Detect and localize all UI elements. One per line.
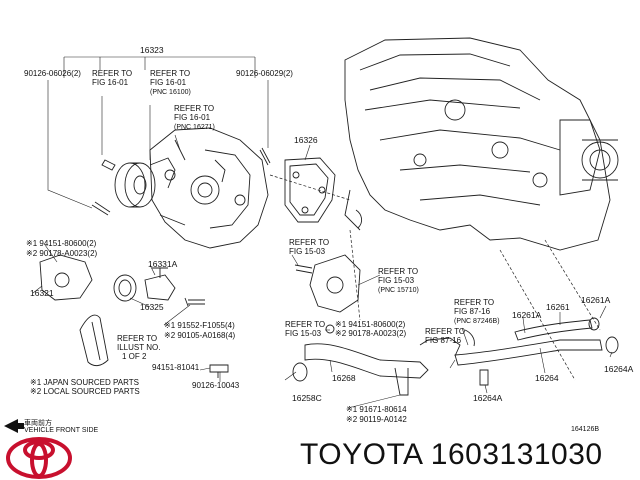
callout-refer-1a: REFER TO bbox=[92, 69, 132, 78]
callout-16325: 16325 bbox=[140, 302, 164, 312]
callout-refer-illus-b: ILLUST NO. bbox=[117, 343, 160, 352]
direction-en: VEHICLE FRONT SIDE bbox=[24, 427, 99, 434]
callout-refer-7c: (PNC 87246B) bbox=[454, 318, 500, 325]
callout-bolt-right: 90126-06029(2) bbox=[236, 69, 293, 78]
callout-refer-3b: FIG 16-01 bbox=[174, 113, 211, 122]
water-pump-gasket bbox=[284, 157, 336, 223]
callout-labels: 16323 90126-06026(2) 90126-06029(2) REFE… bbox=[24, 45, 634, 424]
callout-refer-2a: REFER TO bbox=[150, 69, 190, 78]
bypass-pipe bbox=[292, 324, 429, 396]
legend-local: ※2 LOCAL SOURCED PARTS bbox=[30, 387, 140, 396]
callout-refer-7b: FIG 87-16 bbox=[454, 307, 491, 316]
callout-washer-1: ※1 91552-F1055(4) bbox=[164, 321, 235, 330]
callout-16264A-2: 16264A bbox=[473, 393, 503, 403]
callout-90126-10043: 90126-10043 bbox=[192, 381, 240, 390]
callout-refer-illus-c: 1 OF 2 bbox=[122, 352, 147, 361]
callout-refer-4a: REFER TO bbox=[289, 238, 329, 247]
callout-refer-3c: (PNC 16271) bbox=[174, 124, 215, 131]
bolts bbox=[91, 147, 313, 378]
thermostat-housing bbox=[39, 254, 176, 302]
callout-16323: 16323 bbox=[140, 45, 164, 55]
callout-16268: 16268 bbox=[332, 373, 356, 383]
toyota-logo-icon bbox=[6, 437, 72, 479]
heater-hoses bbox=[419, 317, 619, 386]
callout-16331A: 16331A bbox=[148, 259, 178, 269]
part-number: 1603131030 bbox=[430, 438, 603, 471]
water-inlet bbox=[309, 254, 361, 313]
callout-refer-6b: FIG 15-03 bbox=[285, 329, 322, 338]
callout-refer-5a: REFER TO bbox=[378, 267, 418, 276]
leader-lines bbox=[32, 56, 613, 409]
callout-16261A-1: 16261A bbox=[512, 310, 542, 320]
brand-part-number: TOYOTA 1603131030 bbox=[300, 438, 603, 472]
callout-refer-3a: REFER TO bbox=[174, 104, 214, 113]
callout-16264: 16264 bbox=[535, 373, 559, 383]
callout-16321: 16321 bbox=[30, 288, 54, 298]
callout-gasket-4: ※2 90178-A0023(2) bbox=[335, 329, 407, 338]
brand-name: TOYOTA bbox=[300, 438, 422, 471]
callout-refer-1b: FIG 16-01 bbox=[92, 78, 129, 87]
callout-refer-4b: FIG 15-03 bbox=[289, 247, 326, 256]
callout-refer-5b: FIG 15-03 bbox=[378, 276, 415, 285]
callout-16261A-2: 16261A bbox=[581, 295, 611, 305]
callout-gasket-1: ※1 94151-80600(2) bbox=[26, 239, 97, 248]
callout-screw-2: ※2 90119-A0142 bbox=[346, 415, 407, 424]
callout-94151: 94151-81041 bbox=[152, 363, 200, 372]
callout-16264A-1: 16264A bbox=[604, 364, 634, 374]
callout-refer-2c: (PNC 16100) bbox=[150, 89, 191, 96]
callout-screw-1: ※1 91671-80614 bbox=[346, 405, 407, 414]
callout-refer-5c: (PNC 15710) bbox=[378, 287, 419, 294]
front-arrow bbox=[4, 419, 24, 433]
reference-lines bbox=[269, 174, 601, 381]
engine-block bbox=[344, 37, 619, 251]
radiator-hose bbox=[79, 314, 109, 367]
callout-refer-6a: REFER TO bbox=[285, 320, 325, 329]
callout-bolt-left: 90126-06026(2) bbox=[24, 69, 81, 78]
callout-refer-8b: FIG 87-16 bbox=[425, 336, 462, 345]
callout-refer-2b: FIG 16-01 bbox=[150, 78, 187, 87]
callout-washer-2: ※2 90105-A0168(4) bbox=[164, 331, 236, 340]
legend-japan: ※1 JAPAN SOURCED PARTS bbox=[30, 378, 139, 387]
callout-refer-7a: REFER TO bbox=[454, 298, 494, 307]
callout-16261: 16261 bbox=[546, 302, 570, 312]
water-pump-pulley bbox=[114, 157, 176, 208]
callout-16326: 16326 bbox=[294, 135, 318, 145]
diagram-code: 164126B bbox=[571, 426, 600, 433]
callout-refer-8a: REFER TO bbox=[425, 327, 465, 336]
callout-gasket-2: ※2 90178-A0023(2) bbox=[26, 249, 98, 258]
callout-refer-illus-a: REFER TO bbox=[117, 334, 157, 343]
direction-jp: 車両前方 bbox=[24, 419, 52, 427]
water-pump-body bbox=[149, 127, 269, 249]
callout-gasket-3: ※1 94151-80600(2) bbox=[335, 320, 406, 329]
callout-16258C: 16258C bbox=[292, 393, 322, 403]
